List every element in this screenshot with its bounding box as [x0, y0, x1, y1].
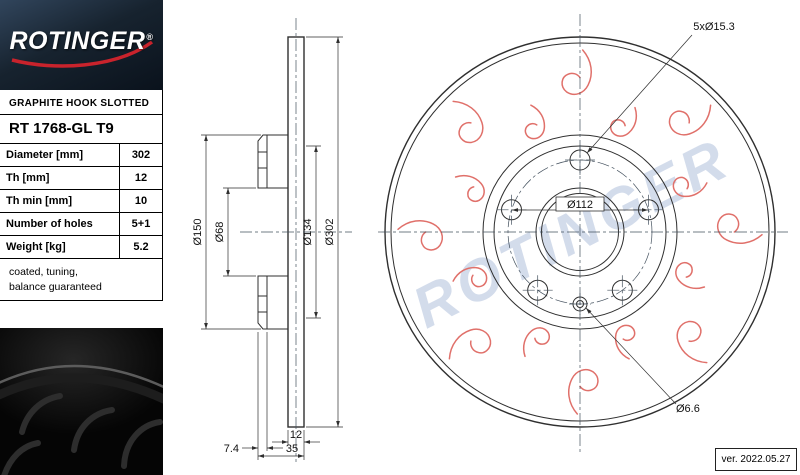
hook-slot — [717, 213, 763, 245]
note-line: balance guaranteed — [9, 280, 102, 293]
hook-slot — [668, 104, 712, 136]
spec-row-diameter: Diameter [mm] 302 — [0, 144, 162, 167]
dim-label-d68: Ø68 — [214, 222, 226, 243]
spec-value: 5+1 — [131, 218, 151, 230]
brand-logo: ROTINGER® — [0, 0, 163, 90]
photo-disc-edge — [0, 364, 163, 389]
hook-slot — [522, 327, 551, 358]
dim-label-hat-depth: 7.4 — [224, 443, 239, 455]
photo-disc-edge-shadow — [0, 373, 163, 404]
photo-disc-detail — [0, 364, 163, 475]
spec-label: Diameter [mm] — [0, 144, 120, 166]
watermark: ROTINGER — [403, 126, 741, 341]
spec-label: Th min [mm] — [0, 190, 120, 212]
product-note: coated, tuning, balance guaranteed — [0, 259, 163, 302]
dim-label-pcd: Ø112 — [567, 199, 593, 211]
dim-label-d150: Ø150 — [192, 219, 204, 246]
spec-value: 12 — [134, 172, 148, 184]
section-dimensions: Ø150 Ø68 Ø134 Ø302 12 7.4 35 — [192, 36, 343, 460]
hook-slot — [452, 266, 488, 288]
version-label: ver. 2022.05.27 — [721, 454, 791, 465]
hook-slot — [448, 328, 492, 360]
left-panel: ROTINGER® GRAPHITE HOOK SLOTTED RT 1768-… — [0, 0, 163, 475]
hook-slot — [397, 219, 443, 251]
spec-label: Weight [kg] — [0, 236, 120, 258]
spec-value: 302 — [131, 149, 151, 161]
brand-name: ROTINGER — [9, 27, 146, 55]
version-box: ver. 2022.05.27 — [715, 448, 797, 471]
photo-hook-slot — [1, 440, 41, 475]
product-tagline: GRAPHITE HOOK SLOTTED — [0, 90, 163, 114]
hook-slot — [452, 100, 484, 144]
registered-mark: ® — [146, 31, 154, 42]
hook-slot — [676, 320, 708, 364]
hook-slot — [609, 106, 638, 137]
spec-value: 5.2 — [133, 241, 149, 253]
pcd-label-box — [555, 196, 605, 212]
hook-slot — [672, 176, 708, 198]
logo-swoosh — [11, 40, 154, 68]
cross-section — [240, 18, 352, 462]
spec-row-weight: Weight [kg] 5.2 — [0, 236, 162, 259]
front-dimensions: Ø112 5xØ15.3 Ø6.6 — [511, 21, 735, 415]
spec-row-th: Th [mm] 12 — [0, 167, 162, 190]
spec-table: Diameter [mm] 302 Th [mm] 12 Th min [mm]… — [0, 143, 163, 259]
hat-section-bottom — [257, 275, 288, 330]
hook-slot — [614, 324, 636, 360]
hook-slot — [675, 261, 706, 290]
hook-slot — [567, 369, 599, 415]
hook-slots — [397, 49, 763, 415]
dim-label-bolt-holes: 5xØ15.3 — [693, 21, 735, 33]
extension-lines — [201, 36, 343, 460]
brand-logo-text: ROTINGER® — [0, 27, 163, 56]
flange-bolt-hole-lines — [258, 151, 267, 313]
note-line: coated, tuning, — [9, 266, 78, 278]
hook-slot — [561, 49, 593, 95]
product-code: RT 1768-GL T9 — [0, 114, 163, 143]
spec-label: Number of holes — [0, 213, 120, 235]
spec-value: 10 — [134, 195, 148, 207]
leader-pin-hole — [585, 307, 677, 405]
photo-hook-slot — [71, 407, 115, 453]
logo-swoosh-path — [11, 40, 154, 68]
photo-hook-slot — [121, 419, 163, 469]
hook-slot — [524, 104, 546, 140]
dim-label-width: 35 — [286, 443, 298, 455]
dim-label-d302: Ø302 — [324, 219, 336, 246]
spec-row-holes: Number of holes 5+1 — [0, 213, 162, 236]
dim-label-thickness: 12 — [290, 429, 302, 441]
photo-hook-slot — [19, 393, 63, 435]
product-photo — [0, 328, 163, 475]
hat-section-top — [257, 134, 288, 189]
hook-slot — [454, 174, 485, 203]
front-view — [378, 14, 788, 452]
dim-label-pin-hole: Ø6.6 — [676, 403, 700, 415]
dim-label-d134: Ø134 — [302, 219, 314, 246]
spec-row-th-min: Th min [mm] 10 — [0, 190, 162, 213]
leader-bolt-holes — [586, 34, 693, 154]
spec-label: Th [mm] — [0, 167, 120, 189]
